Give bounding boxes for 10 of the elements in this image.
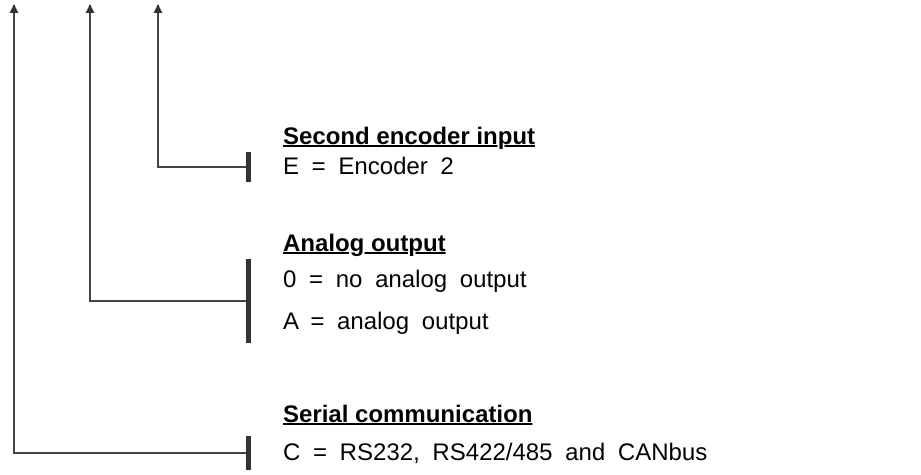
arrow	[86, 4, 246, 302]
option-text: 0 = no analog output	[283, 265, 527, 295]
group-heading: Second encoder input	[283, 122, 536, 152]
arrow	[154, 4, 246, 168]
option-text: C = RS232, RS422/485 and CANbus	[283, 438, 708, 468]
group-heading: Analog output	[283, 229, 446, 259]
arrow	[10, 4, 246, 454]
group-heading: Serial communication	[283, 400, 532, 430]
option-text: E = Encoder 2	[283, 152, 454, 182]
option-text: A = analog output	[283, 307, 488, 337]
